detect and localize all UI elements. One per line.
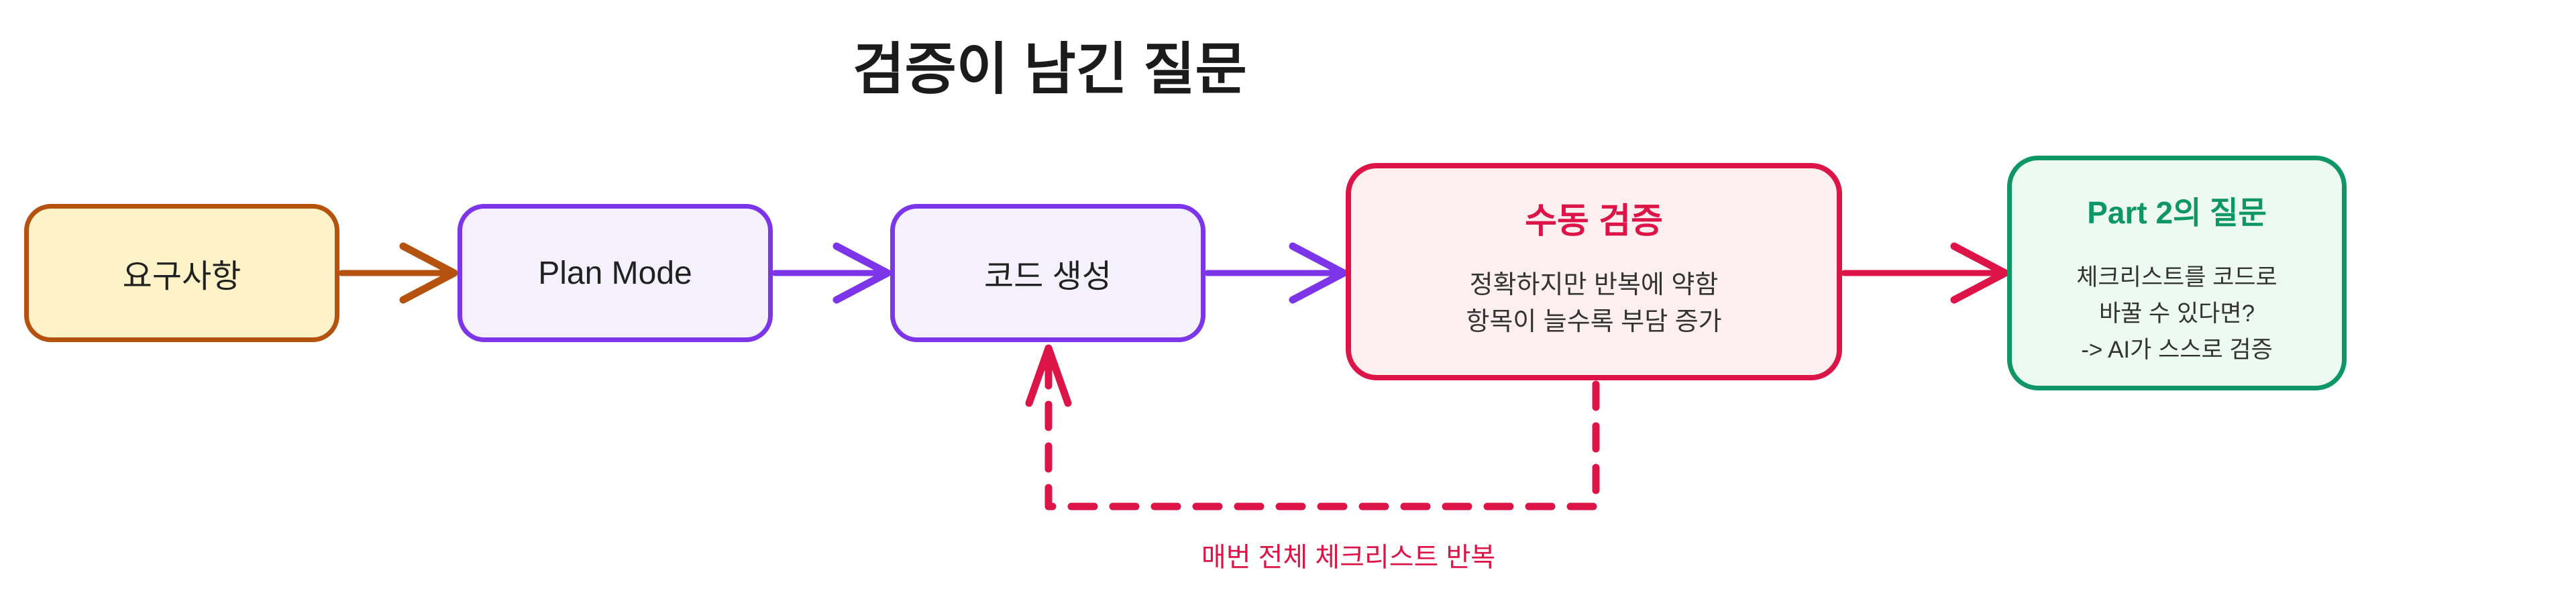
arrowhead-code-to-manual (1289, 242, 1348, 304)
manual-verification-line-1: 정확하지만 반복에 약함 (1469, 271, 1719, 299)
arrowhead-requirements-to-plan (399, 242, 458, 304)
part2-question-line-2: 바꿀 수 있다면? (2098, 300, 2255, 327)
node-part2-question-title: Part 2의 질문 (2087, 195, 2267, 230)
node-manual-verification-body: 정확하지만 반복에 약함 항목이 늘수록 부담 증가 (1466, 267, 1721, 341)
diagram-title: 검증이 남긴 질문 (853, 38, 1247, 101)
arrowhead-plan-to-code (833, 242, 892, 304)
node-manual-verification-title: 수동 검증 (1525, 202, 1663, 241)
node-code-generation-label: 코드 생성 (984, 259, 1112, 294)
node-manual-verification: 수동 검증 정확하지만 반복에 약함 항목이 늘수록 부담 증가 (1346, 163, 1842, 380)
node-part2-question: Part 2의 질문 체크리스트를 코드로 바꿀 수 있다면? -> AI가 스… (2007, 156, 2347, 390)
arrowhead-feedback-loop (1025, 344, 1072, 407)
node-requirements-label: 요구사항 (122, 259, 241, 294)
feedback-edge-label: 매번 전체 체크리스트 반복 (1201, 543, 1496, 572)
manual-verification-line-2: 항목이 늘수록 부담 증가 (1466, 308, 1722, 337)
node-plan-mode: Plan Mode (458, 204, 773, 342)
node-plan-mode-label: Plan Mode (538, 255, 692, 291)
edge-feedback-loop (1044, 358, 1600, 510)
arrowhead-manual-to-part2 (1950, 242, 2009, 304)
node-requirements: 요구사항 (24, 204, 339, 342)
node-code-generation: 코드 생성 (890, 204, 1205, 342)
node-part2-question-body: 체크리스트를 코드로 바꿀 수 있다면? -> AI가 스스로 검증 (2076, 260, 2277, 368)
part2-question-line-1: 체크리스트를 코드로 (2076, 264, 2277, 290)
part2-question-line-3: -> AI가 스스로 검증 (2081, 336, 2273, 363)
